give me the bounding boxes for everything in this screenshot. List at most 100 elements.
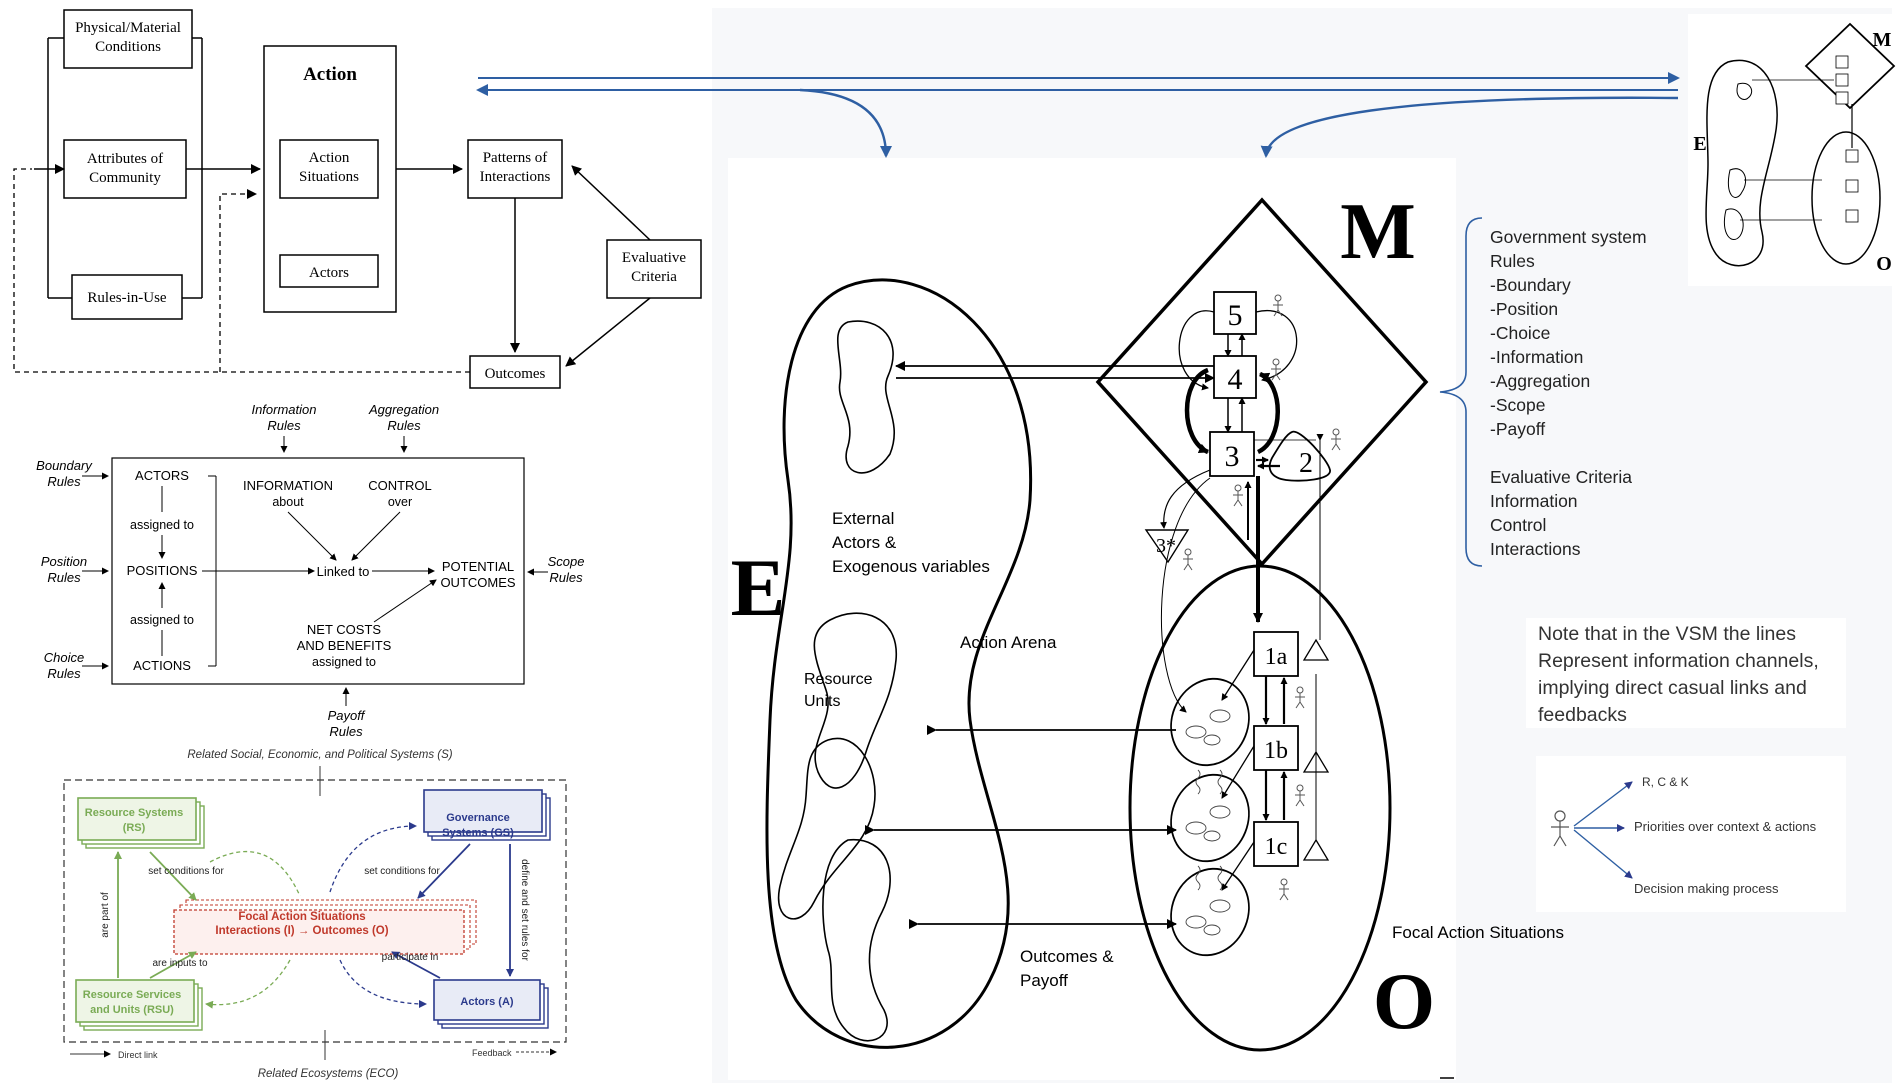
choice-rules-label: Choice — [44, 650, 84, 665]
thumb-label-E: E — [1693, 133, 1706, 155]
thumb-label-O: O — [1876, 253, 1892, 275]
legend-list-item: Control — [1490, 515, 1546, 535]
vsm-label-O: O — [1373, 958, 1435, 1046]
information-rules-label: Information — [251, 402, 316, 417]
resource-units-vsm-label-2: Units — [804, 693, 840, 710]
iad-framework: Physical/Material Conditions Attributes … — [0, 0, 712, 390]
actor-figure-icon — [1183, 294, 1341, 901]
linked-to-label: Linked to — [317, 564, 370, 579]
legend-list-item: -Information — [1490, 347, 1583, 367]
resource-units-vsm-label: Resource — [804, 671, 873, 688]
potential-outcomes-label-2: OUTCOMES — [440, 575, 515, 590]
legend-list-item: Interactions — [1490, 539, 1581, 559]
focal-action-situations-stack: Focal Action Situations Interactions (I)… — [173, 899, 477, 955]
governance-systems-label: Governance — [446, 812, 510, 824]
note-line-4: feedbacks — [1538, 704, 1627, 726]
attributes-label-2: Community — [89, 170, 161, 186]
feedback-legend: Feedback — [472, 1048, 512, 1058]
scope-rules-label-2: Rules — [549, 570, 583, 585]
system-1b-label: 1b — [1264, 738, 1288, 764]
actors-box — [279, 254, 379, 288]
control-over-label: CONTROL — [368, 478, 432, 493]
note-block: Note that in the VSM the lines Represent… — [1526, 618, 1846, 728]
resource-systems-label: Resource Systems — [85, 807, 183, 819]
payoff-rules-label: Payoff — [328, 708, 366, 723]
outcomes-label: Outcomes — [485, 366, 546, 382]
aggregation-rules-label: Aggregation — [368, 402, 439, 417]
system-1b-box — [1253, 725, 1299, 771]
action-situations-box — [279, 139, 379, 199]
set-conditions-right-label: set conditions for — [364, 866, 440, 877]
participate-in-label: participate in — [382, 952, 439, 963]
payoff-rules-label-2: Rules — [329, 724, 363, 739]
control-over-label-2: over — [388, 495, 412, 509]
system-1a-label: 1a — [1265, 644, 1288, 670]
actors-stack: Actors (A) — [433, 979, 549, 1029]
focal-label-2: Interactions (I) → Outcomes (O) — [215, 925, 388, 937]
resource-units-label: Resource Services — [83, 989, 181, 1001]
governance-systems-label-2: Systems (GS) — [442, 827, 514, 839]
ses-dashed-frame — [63, 779, 567, 1043]
patterns-label-2: Interactions — [480, 169, 551, 185]
note-line-1: Note that in the VSM the lines — [1538, 623, 1796, 645]
focal-label: Focal Action Situations — [238, 911, 365, 923]
env-inner-blob-2 — [813, 612, 897, 789]
scope-rules-label: Scope — [548, 554, 585, 569]
positions-node: POSITIONS — [127, 563, 198, 578]
environment-blob — [765, 278, 1033, 1049]
action-arena-label: Action Arena — [960, 633, 1057, 652]
legend-list-item: -Position — [1490, 299, 1558, 319]
boundary-rules-label: Boundary — [36, 458, 93, 473]
legend-list-item: Evaluative Criteria — [1490, 467, 1632, 487]
local-operation-ellipses — [1170, 677, 1250, 957]
legend-list-item: Information — [1490, 491, 1578, 511]
env-inner-blob-3 — [777, 737, 876, 920]
action-situations-label-2: Situations — [299, 169, 359, 185]
assigned-to-label-2: assigned to — [130, 613, 194, 627]
external-actors-label: External — [832, 509, 894, 528]
evaluative-label: Evaluative — [622, 250, 686, 266]
legend-list-item: -Scope — [1490, 395, 1545, 415]
rules-outer-box — [111, 457, 525, 685]
governance-systems-stack: Governance Systems (GS) — [423, 789, 551, 841]
blue-connector-arrows — [476, 72, 1680, 158]
attributes-label: Attributes of — [87, 151, 163, 167]
management-diamond — [1095, 197, 1429, 567]
position-rules-label: Position — [41, 554, 87, 569]
rules-in-use-box — [71, 274, 183, 320]
patterns-box — [467, 139, 563, 199]
focal-action-situations-label: Focal Action Situations — [1392, 923, 1564, 942]
outcomes-payoff-label-2: Payoff — [1020, 971, 1068, 990]
ses-bottom-label: Related Ecosystems (ECO) — [258, 1068, 399, 1080]
boundary-rules-label-2: Rules — [47, 474, 81, 489]
legend-list-item: Rules — [1490, 251, 1535, 271]
evaluative-criteria-box — [606, 239, 702, 299]
env-inner-blob-4 — [822, 839, 891, 1042]
legend-list-item: -Payoff — [1490, 419, 1545, 439]
are-inputs-to-label: are inputs to — [152, 958, 207, 969]
actions-node: ACTIONS — [133, 658, 191, 673]
external-actors-label-2: Actors & — [832, 533, 897, 552]
are-part-of-label: are part of — [100, 892, 111, 938]
external-actors-label-3: Exogenous variables — [832, 557, 990, 576]
env-inner-blob-1 — [836, 320, 896, 474]
thumb-label-M: M — [1873, 29, 1892, 51]
system-4-label: 4 — [1228, 363, 1243, 396]
actors-node: ACTORS — [135, 468, 189, 483]
ses-framework: Related Social, Economic, and Political … — [52, 742, 612, 1086]
legend-list-item: -Boundary — [1490, 275, 1571, 295]
net-costs-label-3: assigned to — [312, 655, 376, 669]
system-3star-label: 3* — [1156, 535, 1176, 557]
physical-conditions-label: Physical/Material — [75, 20, 181, 36]
note-line-3: implying direct casual links and — [1538, 677, 1807, 699]
note-line-2: Represent information channels, — [1538, 650, 1819, 672]
position-rules-label-2: Rules — [47, 570, 81, 585]
system-3star-shape — [1144, 529, 1190, 564]
ses-actors-label: Actors (A) — [460, 996, 514, 1008]
system-1a-box — [1253, 631, 1299, 677]
actor-legend-item-1: R, C & K — [1642, 775, 1689, 789]
resource-systems-stack: Resource Systems (RS) — [77, 797, 205, 849]
set-conditions-left-label: set conditions for — [148, 866, 224, 877]
legend-list-item: Government system — [1490, 227, 1647, 247]
